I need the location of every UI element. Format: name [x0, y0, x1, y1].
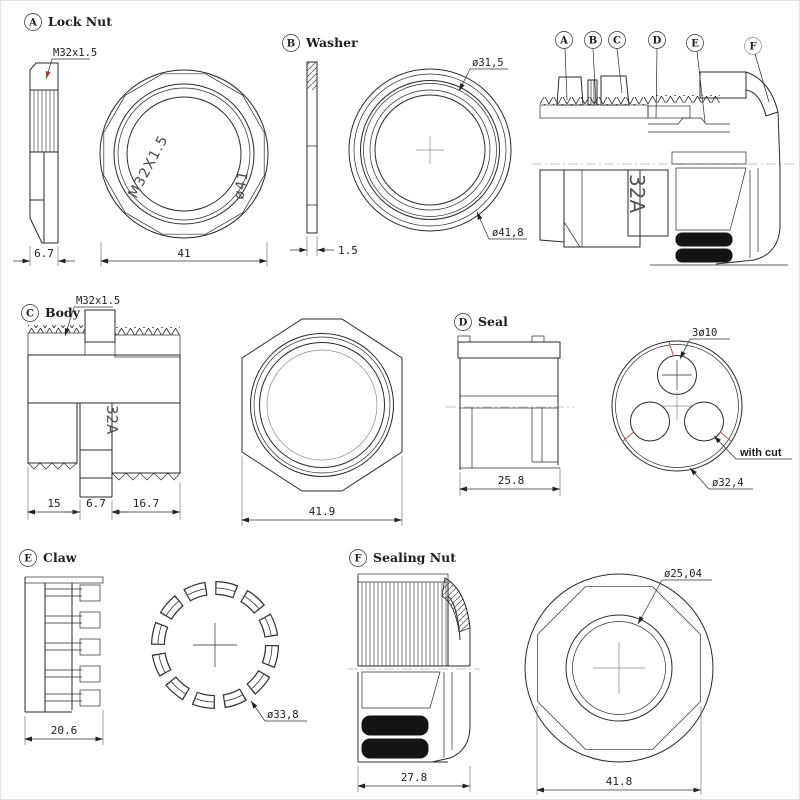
body-dim-thread-right: 16.7: [133, 497, 160, 510]
claw-title: Claw: [43, 550, 78, 565]
body-dim-across-flats: 41.9: [309, 505, 336, 518]
sealing-nut-dim-bore: ø25,04: [664, 568, 702, 580]
claw-dim-length: 20.6: [51, 724, 78, 737]
body-front-view: [241, 318, 403, 492]
sealing-nut-front-view: [524, 573, 714, 763]
sealing-nut-title: Sealing Nut: [373, 550, 456, 565]
body-title: Body: [45, 305, 81, 320]
sealing-nut-letter: F: [354, 554, 361, 565]
view-washer: B Washer 1.5 ø31,5 ø41,8: [282, 34, 527, 257]
claw-front-view: [151, 581, 279, 709]
assembly-label-b: B: [589, 36, 597, 47]
sealing-nut-dim-length: 27.8: [401, 771, 428, 784]
washer-dim-thickness: 1.5: [338, 244, 358, 257]
body-side-view: 32A: [27, 309, 181, 498]
seal-cut-note: with cut: [739, 447, 782, 459]
assembly-label-f: F: [749, 42, 756, 53]
lock-nut-engraving-diameter: ø41: [231, 169, 252, 201]
lock-nut-side-view: [29, 62, 59, 244]
view-sealing-nut: F Sealing Nut 27.8 ø25,04 41.8: [348, 549, 714, 795]
washer-title: Washer: [305, 35, 358, 50]
body-dim-neck: 6.7: [86, 497, 106, 510]
lock-nut-thread-callout: M32x1.5: [53, 47, 97, 59]
claw-letter: E: [24, 554, 32, 565]
view-assembly: A B C D E F 32A: [532, 31, 796, 266]
assembly-label-c: C: [613, 36, 621, 47]
seal-dim-length: 25.8: [498, 474, 525, 487]
lock-nut-title: Lock Nut: [48, 14, 112, 29]
seal-holes-callout: 3ø10: [692, 327, 717, 339]
seal-title: Seal: [478, 314, 508, 329]
washer-side-view: [306, 61, 318, 234]
claw-side-view: [24, 576, 104, 713]
sealing-nut-dim-outer: 41.8: [606, 775, 633, 788]
seal-front-view: [611, 340, 743, 472]
assembly-leader-lines: [564, 48, 770, 123]
lock-nut-dim-thickness: 6.7: [34, 247, 54, 260]
washer-dim-inner: ø31,5: [472, 57, 504, 69]
seal-cut-mark-right: [719, 431, 732, 442]
claw-dim-outer: ø33,8: [267, 709, 299, 721]
assembly-part-labels: A B C D E F: [555, 31, 770, 123]
assembly-thread-marking: 32A: [625, 174, 649, 213]
sealing-nut-side-view: [348, 573, 480, 763]
view-body: C Body M32x1.5 32A 15 6.7 16.7 41.9: [21, 295, 403, 526]
seal-dim-outer: ø32,4: [712, 477, 744, 489]
assembly-label-d: D: [653, 36, 662, 47]
assembly-label-e: E: [691, 39, 699, 50]
view-seal: D Seal 25.8 3ø10 with cut ø32,4: [446, 313, 792, 496]
assembly-label-a: A: [559, 36, 568, 47]
seal-side-view: [446, 335, 574, 470]
body-dim-thread-left: 15: [47, 497, 60, 510]
view-claw: E Claw 20.6 ø33,8: [19, 549, 307, 745]
washer-letter: B: [287, 39, 295, 50]
lock-nut-callout-leader: [46, 58, 90, 79]
body-thread-callout: M32x1.5: [76, 295, 120, 307]
lock-nut-dim-outer: 41: [177, 247, 190, 260]
seal-cut-mark-top: [668, 341, 674, 357]
seal-cut-mark-left: [622, 431, 635, 442]
seal-letter: D: [459, 318, 468, 329]
lock-nut-letter: A: [28, 18, 37, 29]
body-letter: C: [26, 309, 34, 320]
washer-front-view: [348, 68, 512, 232]
washer-dim-outer: ø41,8: [492, 227, 524, 239]
